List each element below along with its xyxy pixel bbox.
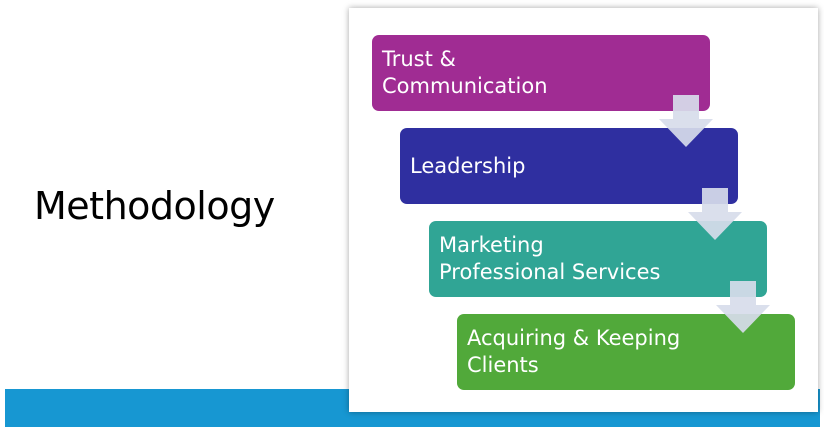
step-label-line: Communication	[382, 74, 548, 98]
step-label-line: Leadership	[410, 153, 526, 178]
step-label-line: Marketing	[439, 233, 544, 257]
process-step-leadership: Leadership	[400, 128, 738, 204]
step-label-line: Clients	[467, 353, 539, 377]
step-label-line: Professional Services	[439, 260, 661, 284]
down-arrow-icon	[716, 281, 770, 333]
process-step-trust-communication: Trust & Communication	[372, 35, 710, 111]
slide-title: Methodology	[34, 184, 275, 228]
step-label-line: Trust &	[382, 47, 456, 71]
step-label-line: Acquiring & Keeping	[467, 326, 681, 350]
down-arrow-icon	[659, 95, 713, 147]
down-arrow-icon	[688, 188, 742, 240]
